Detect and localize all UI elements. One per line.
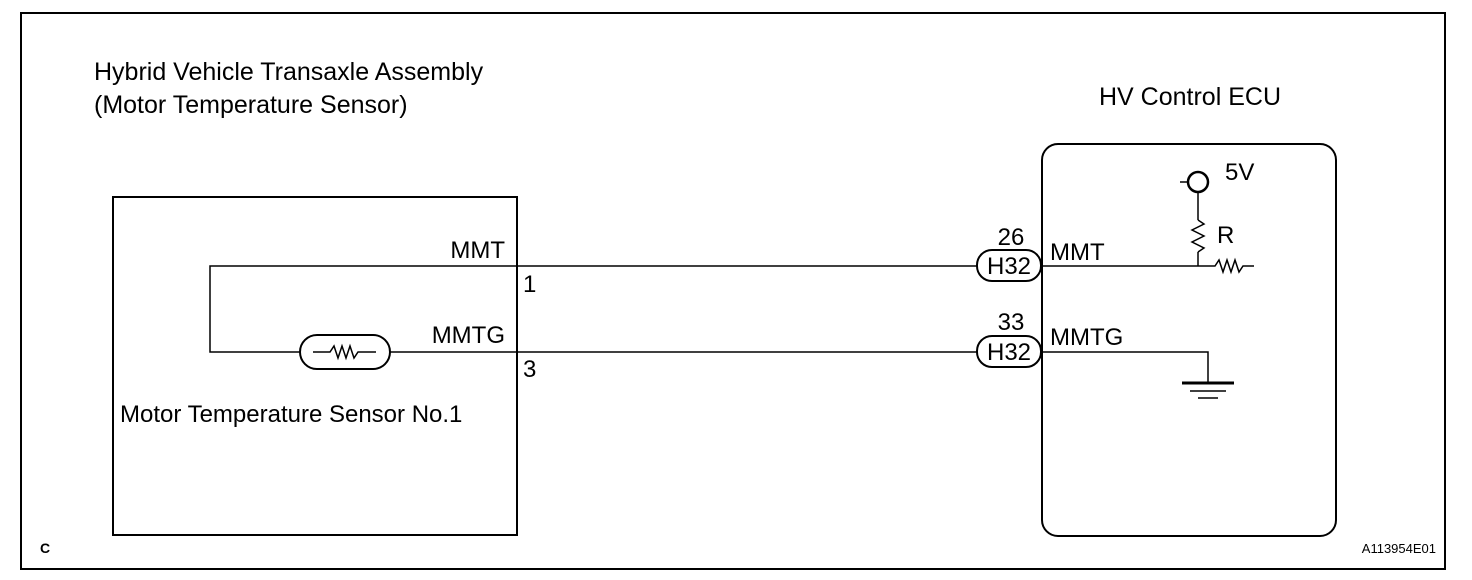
corner-letter: C [40,540,50,556]
connector-pin26-number: 26 [998,224,1025,251]
ecu-pin-mmt-name: MMT [1050,239,1105,266]
ground-icon [1182,381,1234,399]
connector-h32-pin33-name: H32 [987,339,1031,366]
diagram-frame [20,12,1446,570]
sensor-internal-wire [209,265,517,353]
thermistor-body [299,334,391,370]
ecu-internal-resistor-icon [1198,257,1254,275]
figure-id: A113954E01 [1362,541,1436,556]
resistor-r-icon [1190,219,1206,253]
supply-5v-icon [1186,170,1210,194]
connector-h32-pin26-name: H32 [987,253,1031,280]
sensor-assembly-box [112,196,518,536]
ecu-mmtg-line [1041,351,1209,383]
ecu-title: HV Control ECU [1099,83,1281,111]
assembly-title-line2: (Motor Temperature Sensor) [94,91,408,119]
sensor-label: Motor Temperature Sensor No.1 [120,401,462,428]
connector-pin33-number: 33 [998,309,1025,336]
ecu-pin-mmtg-name: MMTG [1050,324,1123,351]
supply-5v-label: 5V [1225,159,1254,186]
resistor-r-label: R [1217,222,1234,249]
sensor-pin-mmtg-number: 3 [523,356,536,383]
sensor-pin-mmt-number: 1 [523,271,536,298]
sensor-pin-mmt-name: MMT [450,237,505,264]
ecu-box [1041,143,1337,537]
sensor-pin-mmtg-name: MMTG [432,322,505,349]
thermistor-icon [313,343,376,361]
assembly-title-line1: Hybrid Vehicle Transaxle Assembly [94,58,484,86]
